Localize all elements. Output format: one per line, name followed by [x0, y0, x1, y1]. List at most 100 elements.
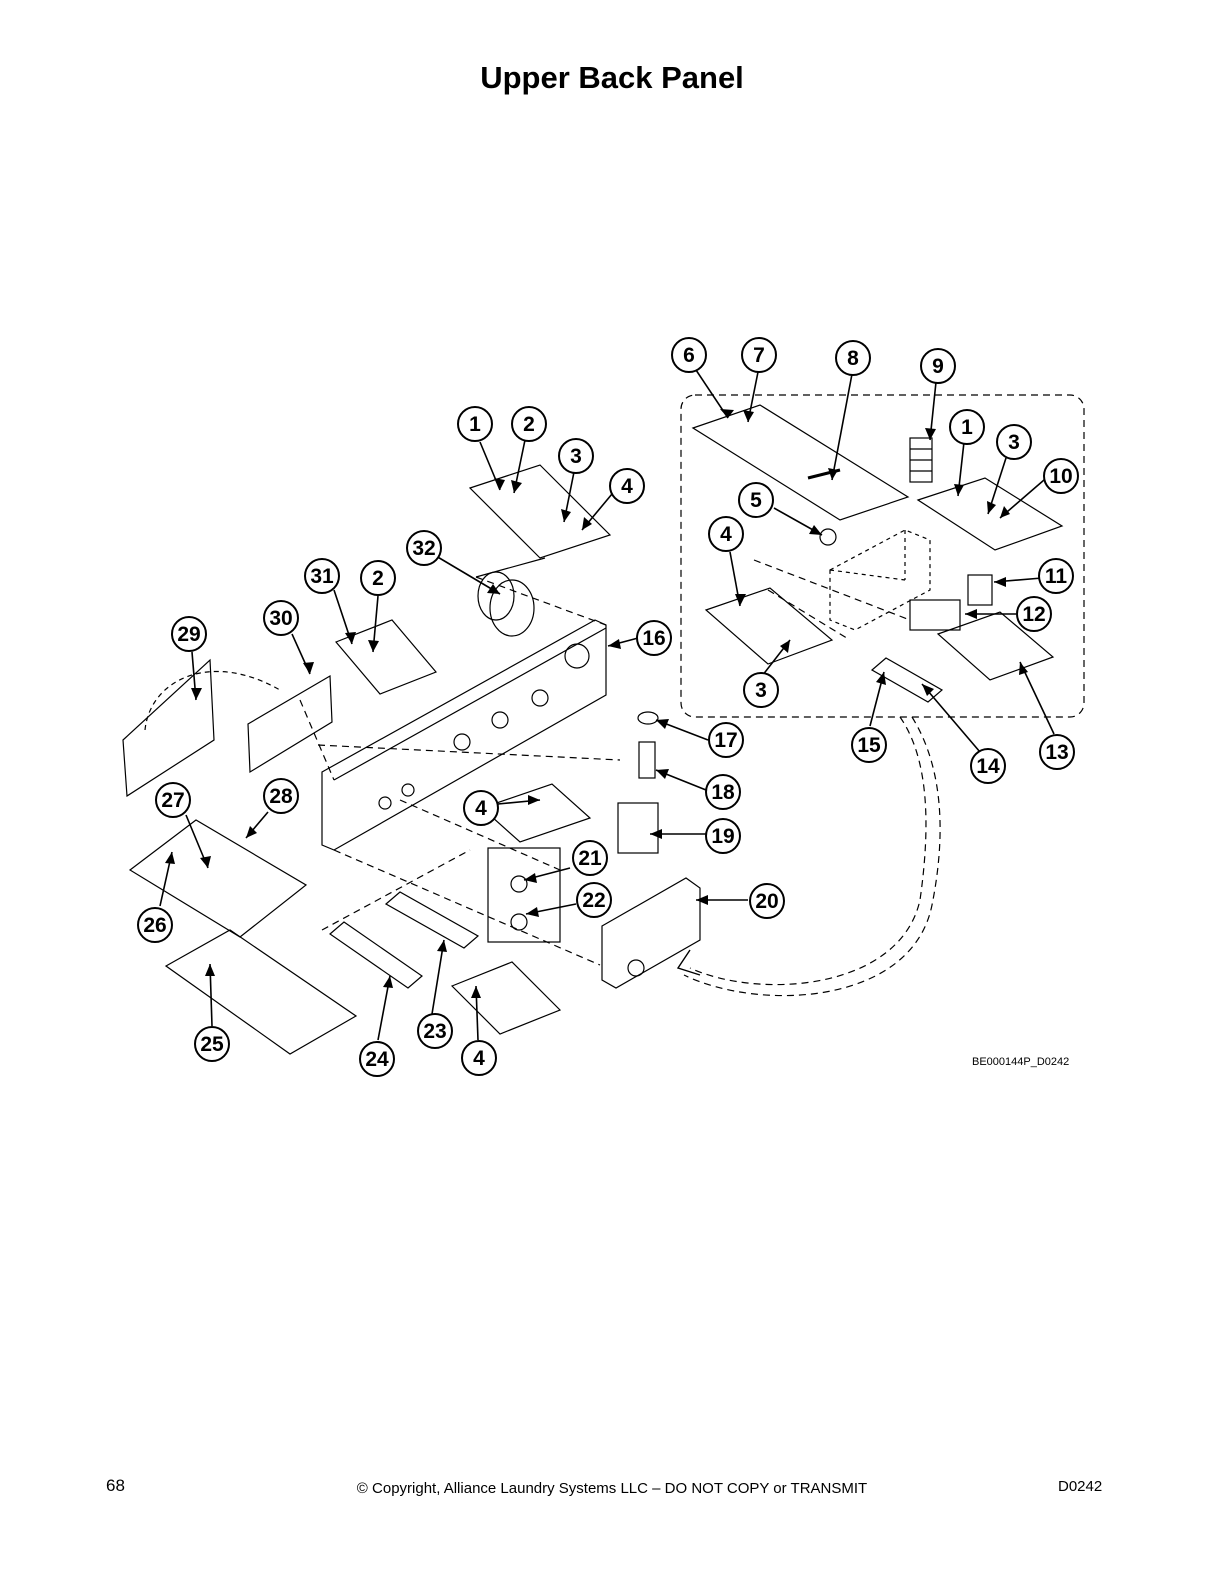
callout-label: 23 [423, 1020, 446, 1043]
callout-29: 29 [171, 616, 207, 652]
callout-circle [636, 620, 672, 656]
callout-label: 8 [847, 347, 859, 370]
callout-label: 30 [269, 607, 292, 630]
callout-label: 7 [753, 344, 765, 367]
callout-circle [576, 882, 612, 918]
callout-label: 14 [976, 755, 1000, 778]
callout-5: 5 [738, 482, 774, 518]
callout-24: 24 [359, 1041, 395, 1077]
callout-circle [463, 790, 499, 826]
callout-label: 10 [1049, 465, 1072, 488]
circuit-board-30 [247, 674, 333, 774]
callout-label: 15 [857, 734, 881, 757]
callout-21: 21 [572, 840, 608, 876]
callout-circle [708, 516, 744, 552]
callout-20: 20 [749, 883, 785, 919]
callout-circle [996, 424, 1032, 460]
callout-4: 4 [708, 516, 744, 552]
callout-2: 2 [511, 406, 547, 442]
callout-circle [457, 406, 493, 442]
callout-label: 3 [755, 679, 767, 702]
callout-label: 17 [714, 729, 737, 752]
callout-circle [671, 337, 707, 373]
callout-label: 32 [412, 537, 435, 560]
callout-circle [609, 468, 645, 504]
bracket-20 [601, 877, 701, 989]
callout-circle [263, 778, 299, 814]
detail-pane-31-2 [335, 619, 437, 695]
callout-label: 4 [475, 797, 487, 820]
callout-circle [970, 748, 1006, 784]
callout-23: 23 [417, 1013, 453, 1049]
callout-circle [461, 1040, 497, 1076]
callout-label: 16 [642, 627, 665, 650]
callout-label: 24 [365, 1048, 389, 1071]
callout-32: 32 [406, 530, 442, 566]
callout-25: 25 [194, 1026, 230, 1062]
label-29 [122, 658, 215, 798]
callout-circle [749, 883, 785, 919]
callout-label: 28 [269, 785, 293, 808]
callout-28: 28 [263, 778, 299, 814]
detail-pane-1-3-10 [916, 477, 1064, 551]
callout-label: 3 [1008, 431, 1020, 454]
callout-16: 16 [636, 620, 672, 656]
control-box-enclosure [680, 394, 1085, 718]
callout-label: 5 [750, 489, 762, 512]
callout-label: 4 [621, 475, 633, 498]
callout-17: 17 [708, 722, 744, 758]
callout-label: 22 [582, 889, 605, 912]
callout-circle [417, 1013, 453, 1049]
footer-doc-id: D0242 [1058, 1478, 1103, 1495]
callout-4: 4 [609, 468, 645, 504]
callout-label: 1 [961, 416, 973, 439]
callout-label: 19 [711, 825, 734, 848]
callout-3: 3 [996, 424, 1032, 460]
detail-pane-14-15 [870, 657, 944, 703]
footer-copyright: © Copyright, Alliance Laundry Systems LL… [356, 1480, 868, 1497]
callout-6: 6 [671, 337, 707, 373]
detail-pane-13 [936, 611, 1055, 681]
callout-circle [705, 774, 741, 810]
callout-label: 2 [372, 567, 384, 590]
callout-circle [406, 530, 442, 566]
footer-page-number: 68 [106, 1476, 125, 1495]
callout-label: 6 [683, 344, 695, 367]
callout-circle [949, 409, 985, 445]
detail-pane-4-lower [480, 783, 592, 843]
switch-strip-23 [384, 891, 480, 949]
callout-4: 4 [461, 1040, 497, 1076]
callout-label: 20 [755, 890, 778, 913]
callout-27: 27 [155, 782, 191, 818]
callout-circle [359, 1041, 395, 1077]
callout-label: 31 [310, 565, 334, 588]
callout-3: 3 [558, 438, 594, 474]
callout-circle [263, 600, 299, 636]
callout-3: 3 [743, 672, 779, 708]
callout-circle [558, 438, 594, 474]
diagram-artwork [122, 394, 1085, 1055]
callout-leaders [159, 369, 1055, 1041]
callout-label: 11 [1045, 565, 1068, 588]
page-title: Upper Back Panel [480, 60, 744, 95]
callout-circle [137, 907, 173, 943]
callout-26: 26 [137, 907, 173, 943]
callout-circle [155, 782, 191, 818]
callout-label: 25 [200, 1033, 224, 1056]
callout-label: 9 [932, 355, 944, 378]
callout-9: 9 [920, 348, 956, 384]
detail-pane-1-2-3-4 [468, 464, 612, 559]
callout-label: 13 [1045, 741, 1068, 764]
callout-label: 29 [177, 623, 200, 646]
callout-circle [835, 340, 871, 376]
callout-22: 22 [576, 882, 612, 918]
callout-12: 12 [1016, 596, 1052, 632]
callout-circle [572, 840, 608, 876]
callout-circle [851, 727, 887, 763]
callout-label: 18 [711, 781, 735, 804]
callout-label: 1 [469, 413, 481, 436]
callout-1: 1 [457, 406, 493, 442]
detail-pane-25 [164, 929, 358, 1055]
callout-circle [304, 558, 340, 594]
callout-1: 1 [949, 409, 985, 445]
